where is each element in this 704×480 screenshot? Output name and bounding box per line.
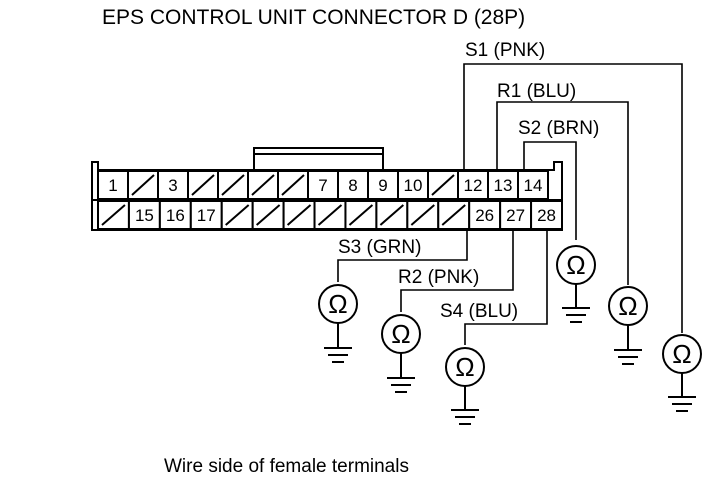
top-row-cavity: 12 xyxy=(457,170,489,200)
top-row-cavity xyxy=(217,170,249,200)
wire-s1 xyxy=(463,63,683,333)
wire-s4 xyxy=(464,228,548,345)
bottom-row-cavity: 16 xyxy=(158,200,192,230)
unused-cavity-mark xyxy=(281,174,305,196)
top-row-cavity xyxy=(187,170,219,200)
wire-s3 xyxy=(337,228,468,282)
bottom-row-cavity: 27 xyxy=(499,200,533,230)
ohmmeter-r2: Ω xyxy=(381,314,421,393)
unused-cavity-mark xyxy=(256,204,281,226)
wire-label-s3: S3 (GRN) xyxy=(338,237,421,258)
wire-r2 xyxy=(400,228,514,312)
connector-latch xyxy=(253,147,384,170)
top-row-cavity xyxy=(277,170,309,200)
unused-cavity-mark xyxy=(131,174,155,196)
bottom-row-cavity: 28 xyxy=(530,200,563,230)
connector-bottom-row: 15 16 17 26 27 28 xyxy=(97,200,563,230)
unused-cavity-mark xyxy=(286,204,312,226)
ohmmeter-s1: Ω xyxy=(662,334,702,412)
svg-text:Ω: Ω xyxy=(391,319,410,349)
unused-cavity-mark xyxy=(251,174,275,196)
top-row-cavity: 10 xyxy=(397,170,429,200)
svg-text:Ω: Ω xyxy=(455,352,474,382)
bottom-row-cavity: 17 xyxy=(189,200,223,230)
ohmmeter-r1: Ω xyxy=(608,286,648,365)
pin-number: 27 xyxy=(506,206,525,225)
pin-number: 15 xyxy=(135,206,154,225)
bottom-row-cavity xyxy=(375,200,409,230)
wire-label-r1: R1 (BLU) xyxy=(497,81,576,102)
pin-number: 10 xyxy=(404,176,423,195)
unused-cavity-mark xyxy=(191,174,215,196)
pin-number: 17 xyxy=(197,206,216,225)
pin-number: 12 xyxy=(464,176,483,195)
unused-cavity-mark xyxy=(441,204,466,226)
pin-number: 1 xyxy=(108,176,117,195)
unused-cavity-mark xyxy=(348,204,374,226)
pin-number: 7 xyxy=(318,176,327,195)
unused-cavity-mark xyxy=(101,204,126,226)
pin-number: 14 xyxy=(524,176,543,195)
bottom-row-cavity xyxy=(313,200,347,230)
bottom-row-cavity xyxy=(406,200,440,230)
pin-number: 3 xyxy=(168,176,177,195)
wire-label-s4: S4 (BLU) xyxy=(440,301,518,322)
top-row-cavity: 13 xyxy=(487,170,519,200)
pin-number: 9 xyxy=(378,176,387,195)
diagram-title: EPS CONTROL UNIT CONNECTOR D (28P) xyxy=(102,6,525,29)
bottom-row-cavity xyxy=(97,200,130,230)
svg-text:Ω: Ω xyxy=(618,291,637,321)
wiring xyxy=(337,63,683,345)
pin-number: 26 xyxy=(475,206,494,225)
ohmmeter-s4: Ω xyxy=(445,347,485,425)
top-row-cavity xyxy=(247,170,279,200)
top-row-cavity: 8 xyxy=(337,170,369,200)
pin-number: 13 xyxy=(494,176,513,195)
bottom-row-cavity: 26 xyxy=(468,200,502,230)
ohmmeter-s3: Ω xyxy=(318,284,358,363)
unused-cavity-mark xyxy=(221,174,245,196)
bottom-row-cavity xyxy=(251,200,285,230)
pin-number: 16 xyxy=(166,206,185,225)
svg-text:Ω: Ω xyxy=(672,339,691,369)
top-row-cavity: 14 xyxy=(517,170,549,200)
svg-text:Ω: Ω xyxy=(328,289,347,319)
top-row-cavity xyxy=(127,170,159,200)
bottom-row-cavity xyxy=(220,200,254,230)
diagram-caption: Wire side of female terminals xyxy=(164,456,409,477)
ohmmeter-s2: Ω xyxy=(556,245,596,323)
top-row-cavity: 7 xyxy=(307,170,339,200)
wire-label-s1: S1 (PNK) xyxy=(465,40,545,61)
bottom-row-cavity xyxy=(282,200,316,230)
unused-cavity-mark xyxy=(225,204,250,226)
bottom-row-cavity xyxy=(344,200,378,230)
wire-r1 xyxy=(496,101,629,285)
bottom-row-cavity: 15 xyxy=(127,200,161,230)
top-row-cavity: 3 xyxy=(157,170,189,200)
unused-cavity-mark xyxy=(410,204,435,226)
unused-cavity-mark xyxy=(431,174,455,196)
pin-number: 28 xyxy=(537,206,556,225)
top-row-cavity: 1 xyxy=(97,170,129,200)
wire-label-s2: S2 (BRN) xyxy=(518,118,599,139)
unused-cavity-mark xyxy=(317,204,343,226)
top-row-cavity: 9 xyxy=(367,170,399,200)
pin-number: 8 xyxy=(348,176,357,195)
wire-label-r2: R2 (PNK) xyxy=(398,267,479,288)
top-row-cavity xyxy=(427,170,459,200)
bottom-row-cavity xyxy=(437,200,471,230)
wire-s2 xyxy=(523,141,577,240)
svg-text:Ω: Ω xyxy=(566,250,585,280)
unused-cavity-mark xyxy=(379,204,404,226)
